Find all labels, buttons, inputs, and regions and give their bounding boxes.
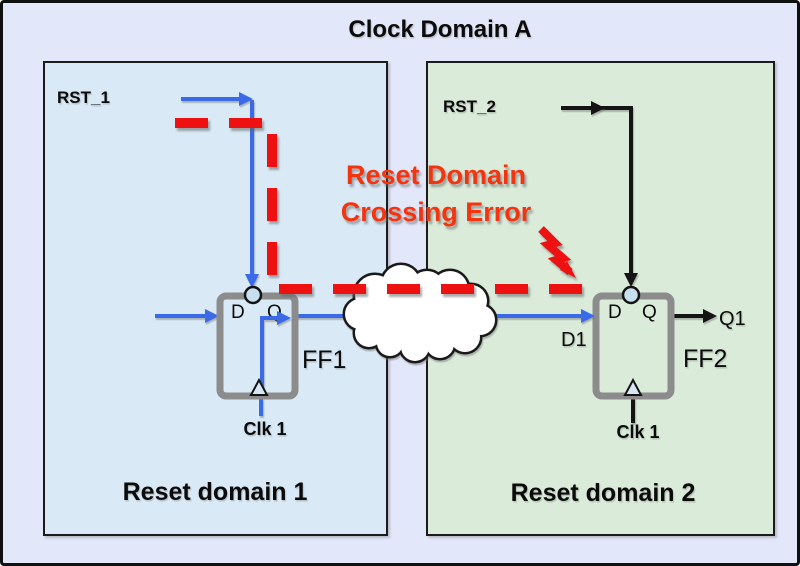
q1-signal-label: Q1 — [719, 308, 746, 330]
reset-domain-2-box — [426, 61, 775, 536]
ff1-d-port-label: D — [231, 302, 245, 323]
d1-signal-label: D1 — [561, 329, 587, 351]
page-title: Clock Domain A — [348, 16, 532, 43]
rst1-label: RST_1 — [57, 88, 110, 107]
ff2-q-port-label: Q — [642, 302, 657, 323]
ff1-q-port-label: Q — [267, 302, 282, 323]
error-label-line1: Reset Domain — [345, 160, 527, 190]
clk1-label-domain1: Clk 1 — [243, 419, 287, 439]
ff2-d-port-label: D — [608, 302, 622, 323]
reset-domain-1-box — [43, 61, 388, 536]
reset-domain-2-label: Reset domain 2 — [510, 479, 696, 507]
ff1-label: FF1 — [302, 346, 347, 374]
error-label-line2: Crossing Error — [340, 197, 532, 227]
clk1-label-domain2: Clk 1 — [616, 422, 660, 442]
rst2-label: RST_2 — [443, 97, 496, 116]
ff2-label: FF2 — [683, 345, 728, 373]
reset-domain-1-label: Reset domain 1 — [122, 478, 308, 506]
reset-domain-crossing-error-label: Reset Domain Crossing Error — [341, 157, 532, 231]
